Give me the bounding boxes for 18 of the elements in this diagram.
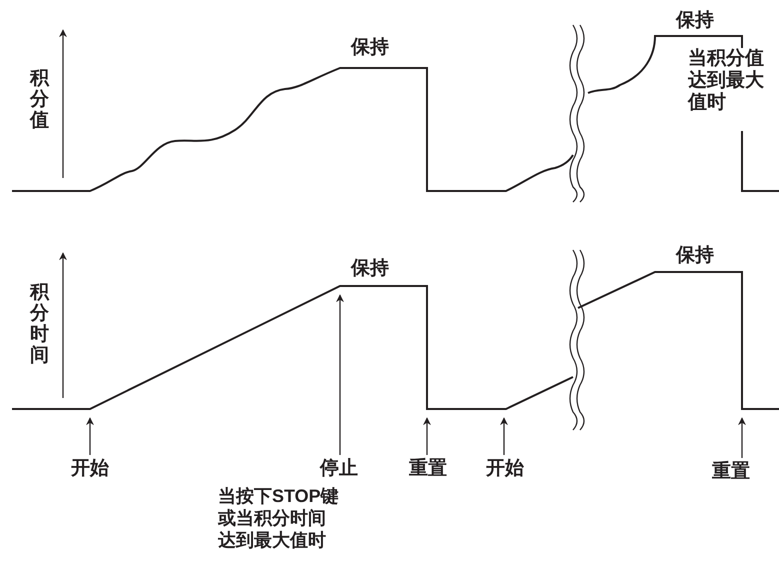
- axis-label: 积分时间: [30, 282, 50, 366]
- event-label: 停止: [320, 458, 358, 480]
- state-label: 保持: [676, 10, 714, 32]
- state-label: 保持: [351, 37, 389, 59]
- arrow: [500, 417, 508, 455]
- arrow: [86, 417, 94, 455]
- event-label: 重置: [409, 458, 447, 480]
- state-label: 保持: [351, 258, 389, 280]
- axis-label: 积分值: [30, 68, 50, 131]
- note-text: 当积分值达到最大值时: [688, 48, 765, 114]
- event-label: 开始: [486, 458, 524, 480]
- arrow: [738, 417, 746, 458]
- arrow: [423, 417, 431, 455]
- note-text: 当按下STOP键或当积分时间达到最大值时: [218, 485, 340, 551]
- state-label: 保持: [676, 245, 714, 267]
- event-label: 重置: [712, 461, 750, 483]
- arrow: [336, 294, 344, 455]
- event-label: 开始: [71, 458, 109, 480]
